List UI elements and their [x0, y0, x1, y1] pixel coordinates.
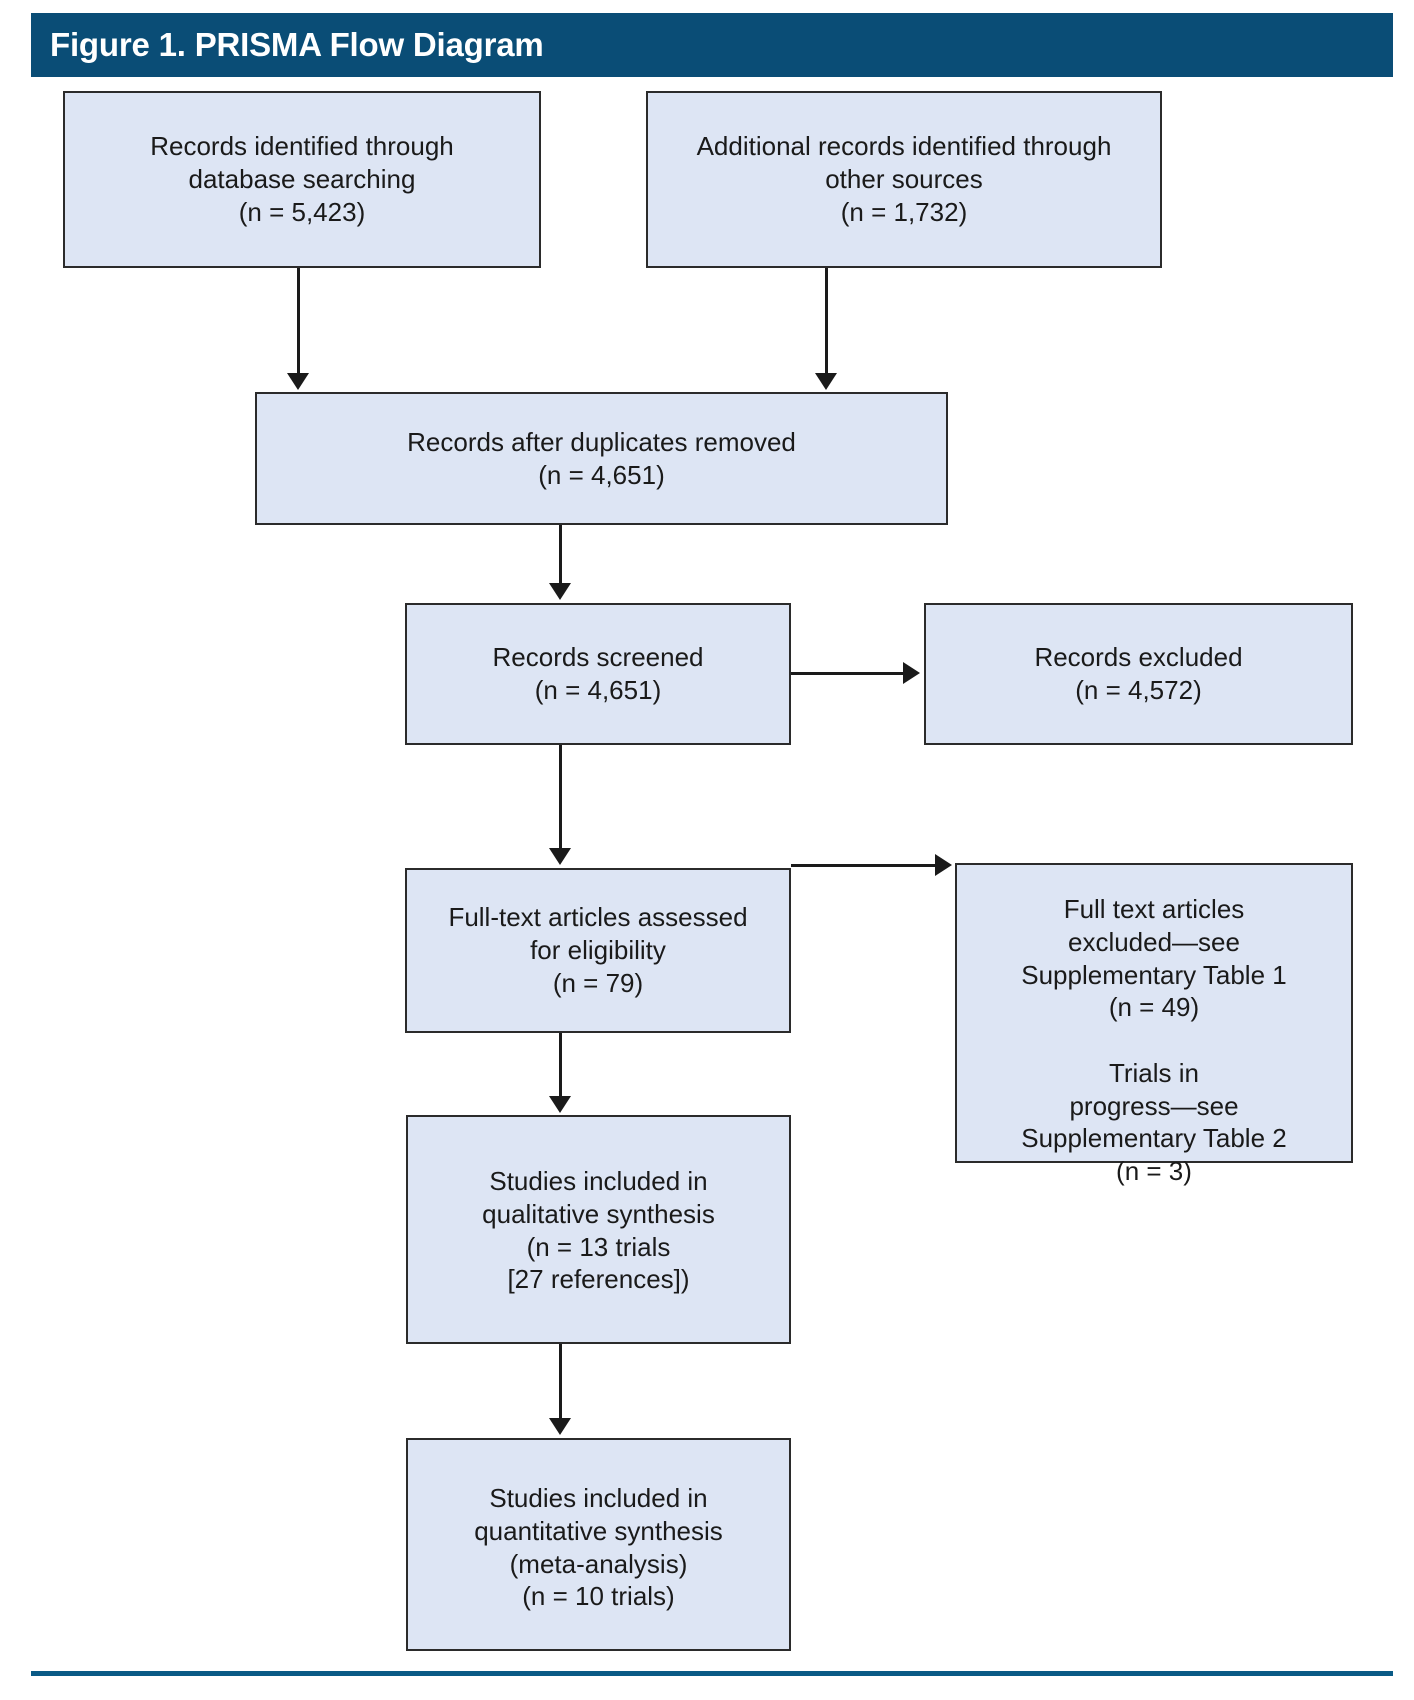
box-studies-included-quantitative-synthesis: Studies included in quantitative synthes…: [406, 1438, 791, 1651]
box-records-screened: Records screened (n = 4,651): [405, 603, 791, 745]
connector-database-to-duplicates: [297, 268, 300, 375]
connector-fulltext-to-fulltext-excluded: [791, 864, 937, 867]
connector-screened-to-records-excluded: [791, 672, 905, 675]
box-text: Records identified through database sear…: [150, 131, 454, 227]
box-text: Records screened (n = 4,651): [492, 642, 704, 705]
box-text: Studies included in quantitative synthes…: [474, 1483, 723, 1612]
arrowhead-right-icon: [903, 662, 920, 684]
box-records-after-duplicates-removed: Records after duplicates removed (n = 4,…: [255, 392, 948, 525]
box-text: Records excluded (n = 4,572): [1034, 642, 1243, 705]
box-text: Full text articles excluded—see Suppleme…: [1021, 894, 1287, 1186]
box-records-excluded: Records excluded (n = 4,572): [924, 603, 1353, 745]
box-text: Records after duplicates removed (n = 4,…: [407, 426, 796, 490]
box-text: Additional records identified through ot…: [696, 131, 1112, 227]
box-additional-records-other-sources: Additional records identified through ot…: [646, 91, 1162, 268]
connector-screened-to-fulltext: [559, 745, 562, 850]
arrowhead-down-icon: [549, 1418, 571, 1435]
box-fulltext-articles-assessed: Full-text articles assessed for eligibil…: [405, 868, 791, 1033]
connector-fulltext-to-qualitative: [559, 1033, 562, 1098]
box-fulltext-articles-excluded: Full text articles excluded—see Suppleme…: [955, 863, 1353, 1186]
arrowhead-down-icon: [549, 583, 571, 600]
connector-qualitative-to-quantitative: [559, 1344, 562, 1420]
figure-title: Figure 1. PRISMA Flow Diagram: [50, 26, 544, 63]
arrowhead-down-icon: [287, 373, 309, 390]
figure-header-bar: Figure 1. PRISMA Flow Diagram: [31, 13, 1393, 77]
figure-bottom-rule: [31, 1671, 1393, 1676]
connector-duplicates-to-screened: [559, 525, 562, 585]
box-text: Studies included in qualitative synthesi…: [482, 1166, 715, 1295]
arrowhead-right-icon: [935, 854, 952, 876]
arrowhead-down-icon: [549, 848, 571, 865]
box-text: Full-text articles assessed for eligibil…: [448, 902, 748, 998]
box-studies-included-qualitative-synthesis: Studies included in qualitative synthesi…: [406, 1115, 791, 1344]
box-records-identified-database-searching: Records identified through database sear…: [63, 91, 541, 268]
arrowhead-down-icon: [815, 373, 837, 390]
connector-other-sources-to-duplicates: [825, 268, 828, 375]
arrowhead-down-icon: [549, 1096, 571, 1113]
